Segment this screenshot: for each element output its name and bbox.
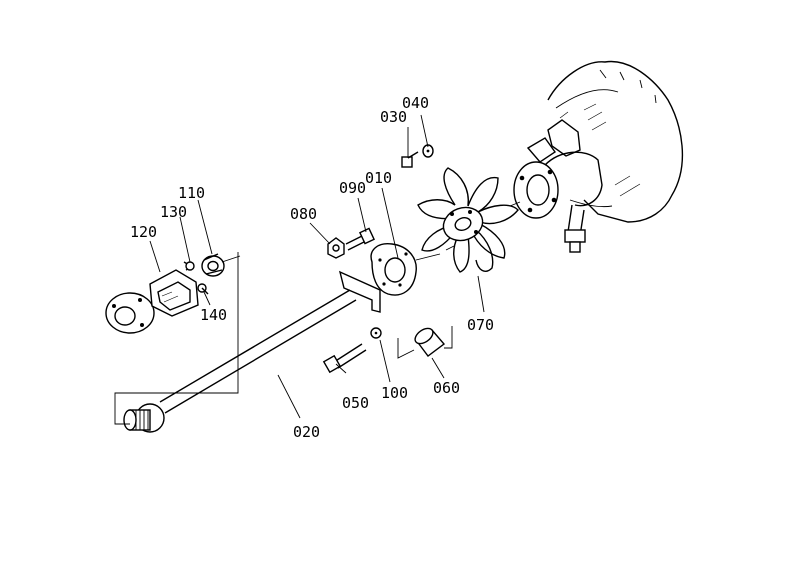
- assembly-lines: [114, 201, 521, 425]
- fan-070: [417, 167, 519, 273]
- label-060: 060: [433, 379, 460, 397]
- bolt-090: [345, 227, 375, 251]
- part-labels: 010 020 030 040 050 060 070 080 090 100 …: [130, 94, 494, 441]
- label-010: 010: [365, 169, 392, 187]
- bolt-030: [401, 151, 419, 168]
- label-110: 110: [178, 184, 205, 202]
- bolt-050: [322, 343, 367, 374]
- nut-080: [327, 237, 345, 259]
- pump-housing: [513, 60, 684, 253]
- label-030: 030: [380, 108, 407, 126]
- label-050: 050: [342, 394, 369, 412]
- coupling-assembly: [105, 253, 225, 334]
- label-120: 120: [130, 223, 157, 241]
- leader-lines: [149, 114, 485, 419]
- label-100: 100: [381, 384, 408, 402]
- washer-100: [370, 327, 382, 339]
- shaft-020: [123, 270, 381, 433]
- label-020: 020: [293, 423, 320, 441]
- spacer-plate-010: [370, 243, 417, 296]
- label-070: 070: [467, 316, 494, 334]
- label-130: 130: [160, 203, 187, 221]
- label-140: 140: [200, 306, 227, 324]
- label-090: 090: [339, 179, 366, 197]
- label-040: 040: [402, 94, 429, 112]
- spacer-060: [414, 327, 446, 357]
- label-080: 080: [290, 205, 317, 223]
